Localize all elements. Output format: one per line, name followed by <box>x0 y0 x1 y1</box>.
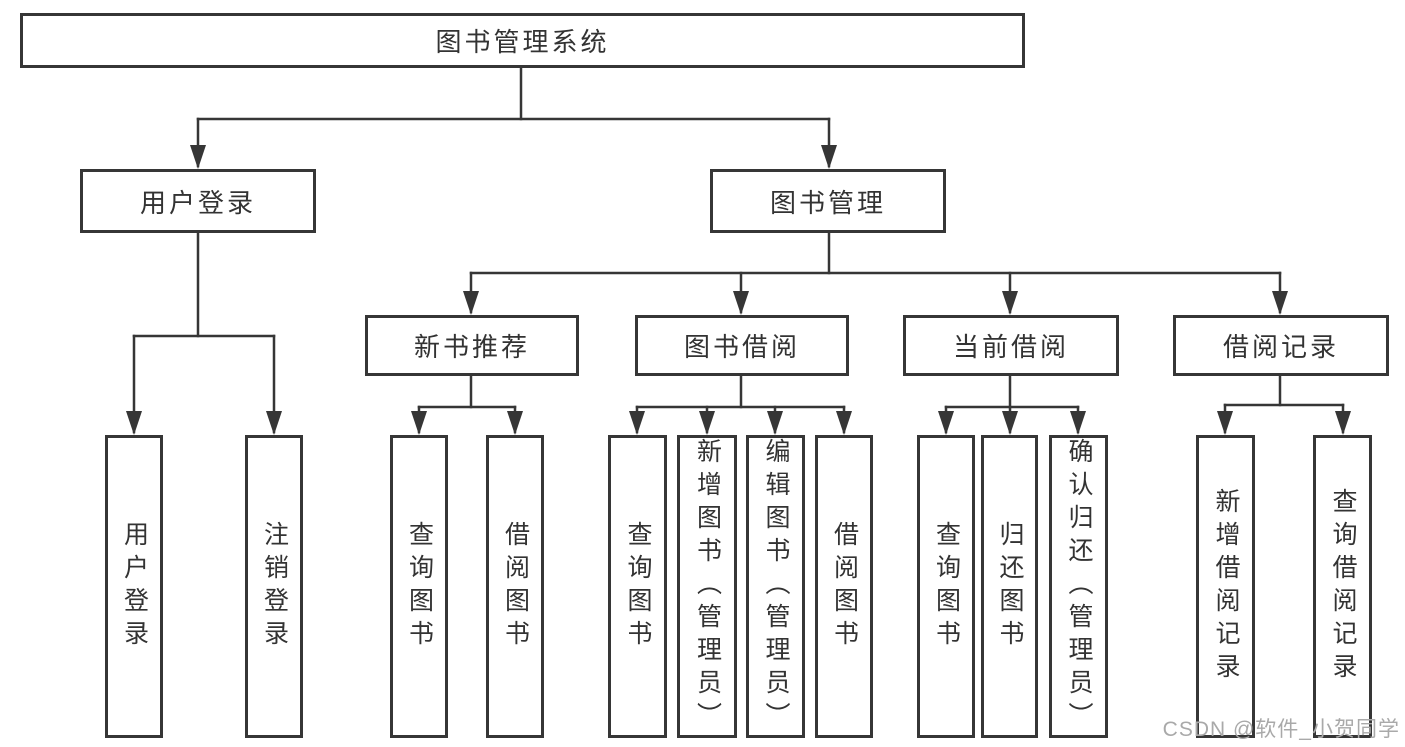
leaf-borrow-book-label: 借阅图书 <box>830 520 859 653</box>
node-new-book-recommend: 新书推荐 <box>365 315 579 376</box>
leaf-return-book-label: 归还图书 <box>996 520 1024 653</box>
leaf-logout-label: 注销登录 <box>260 520 289 653</box>
leaf-add-book-admin: 新增图书（管理员） <box>677 435 737 738</box>
node-user-login-label: 用户登录 <box>139 187 256 218</box>
leaf-query-book-newbook-label: 查询图书 <box>405 520 434 653</box>
leaf-query-book-current-label: 查询图书 <box>932 520 961 653</box>
node-book-borrow-label: 图书借阅 <box>683 332 800 362</box>
csdn-watermark: CSDN @软件_小贺同学 <box>1162 718 1400 741</box>
node-book-management: 图书管理 <box>710 169 946 233</box>
leaf-query-book-newbook: 查询图书 <box>390 435 448 738</box>
leaf-return-book: 归还图书 <box>981 435 1038 738</box>
leaf-confirm-return-admin: 确认归还（管理员） <box>1049 435 1108 738</box>
node-borrow-records: 借阅记录 <box>1173 315 1389 376</box>
leaf-user-login: 用户登录 <box>105 435 163 738</box>
leaf-add-borrow-record-label: 新增借阅记录 <box>1212 487 1240 686</box>
leaf-borrow-book-newbook-label: 借阅图书 <box>501 520 530 653</box>
leaf-add-borrow-record: 新增借阅记录 <box>1196 435 1255 738</box>
leaf-edit-book-admin-label: 编辑图书（管理员） <box>762 438 790 735</box>
leaf-query-book-current: 查询图书 <box>917 435 975 738</box>
leaf-query-book-borrow-label: 查询图书 <box>624 520 652 653</box>
node-book-borrow: 图书借阅 <box>635 315 849 376</box>
leaf-borrow-book-newbook: 借阅图书 <box>486 435 544 738</box>
node-root-label: 图书管理系统 <box>435 27 610 57</box>
leaf-logout: 注销登录 <box>245 435 303 738</box>
leaf-confirm-return-admin-label: 确认归还（管理员） <box>1065 438 1093 735</box>
arrowheads <box>126 145 1351 435</box>
node-root: 图书管理系统 <box>20 13 1025 68</box>
leaf-borrow-book: 借阅图书 <box>815 435 873 738</box>
leaf-add-book-admin-label: 新增图书（管理员） <box>693 438 722 735</box>
node-current-borrow-label: 当前借阅 <box>952 332 1069 362</box>
leaf-query-book-borrow: 查询图书 <box>608 435 667 738</box>
node-current-borrow: 当前借阅 <box>903 315 1119 376</box>
node-borrow-records-label: 借阅记录 <box>1222 332 1339 362</box>
leaf-edit-book-admin: 编辑图书（管理员） <box>746 435 805 738</box>
node-book-management-label: 图书管理 <box>769 187 886 218</box>
leaf-user-login-label: 用户登录 <box>120 520 149 653</box>
node-user-login: 用户登录 <box>80 169 316 233</box>
node-new-book-recommend-label: 新书推荐 <box>413 332 530 362</box>
leaf-query-borrow-record-label: 查询借阅记录 <box>1329 487 1357 686</box>
leaf-query-borrow-record: 查询借阅记录 <box>1313 435 1372 738</box>
